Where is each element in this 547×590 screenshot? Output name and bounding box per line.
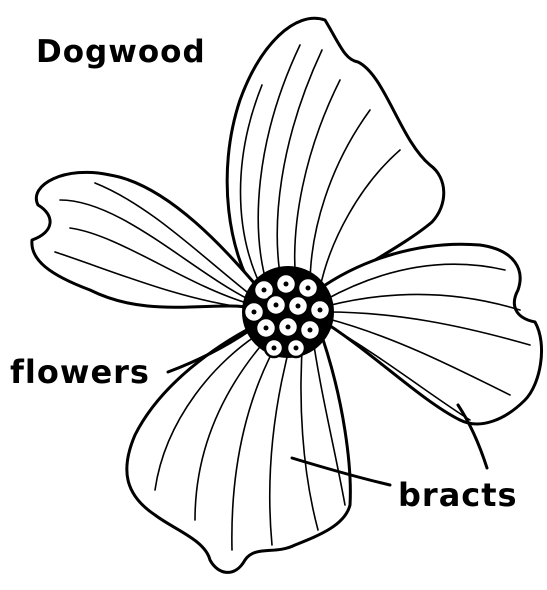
flower-cluster bbox=[242, 266, 334, 358]
bracts-label: bracts bbox=[398, 476, 518, 514]
flowers-label: flowers bbox=[10, 353, 150, 391]
diagram-title: Dogwood bbox=[36, 34, 206, 70]
bract-right bbox=[318, 244, 542, 424]
